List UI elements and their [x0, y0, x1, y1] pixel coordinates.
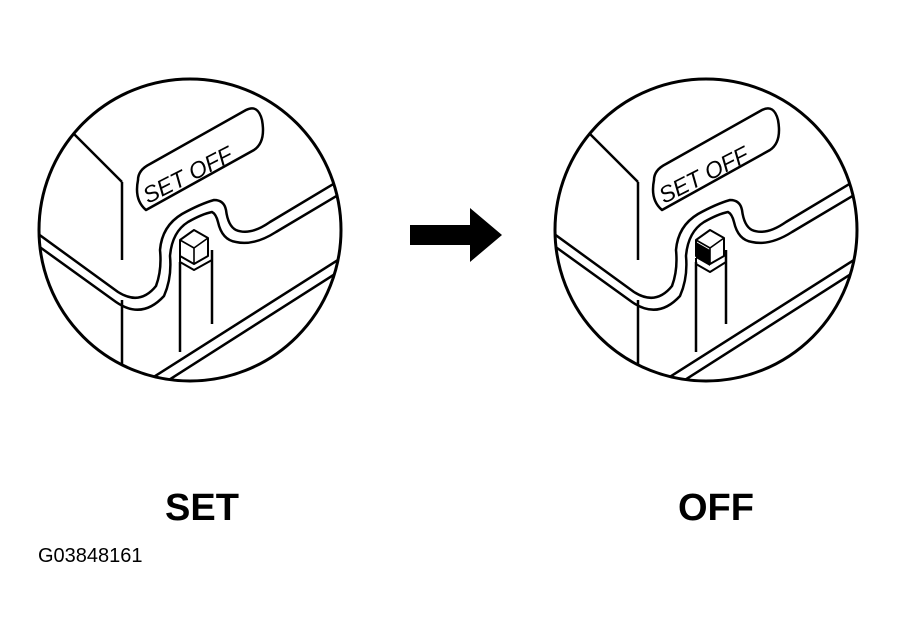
figure-code: G03848161 [38, 545, 143, 567]
state-label-off: OFF [678, 487, 754, 529]
detail-circle-set: SET OFF [37, 77, 343, 383]
plate-label-off: SET OFF [654, 140, 754, 208]
state-label-set: SET [165, 487, 239, 529]
right-arrow-icon [410, 208, 502, 262]
plate-label-set: SET OFF [138, 140, 238, 208]
detail-circle-off: SET OFF [553, 77, 859, 383]
